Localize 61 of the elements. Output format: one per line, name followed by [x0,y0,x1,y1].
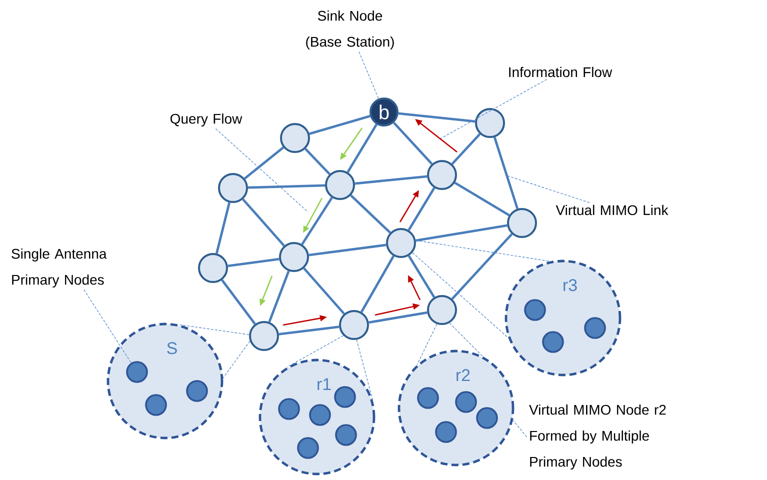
primary-node-dot [297,437,319,459]
leader-line [438,79,548,140]
network-node [475,108,505,138]
virtual-link-line [356,339,374,402]
link-line [308,244,386,256]
network-node [249,321,279,351]
network-node [386,228,416,258]
link-line [368,311,428,324]
leader-line [215,128,308,212]
link-line [360,255,395,313]
link-line [244,146,284,180]
network-node [218,173,248,203]
link-line [242,198,285,247]
network-node [507,208,537,238]
virtual-link-line [180,324,250,336]
link-line [451,233,513,300]
virtual-link-line [222,340,250,378]
leader-line [358,51,379,99]
callout-text: Sink Node (Base Station) [306,10,394,50]
callout-text: Information Flow [509,66,612,78]
link-line [304,148,330,175]
link-line [278,326,340,336]
link-line [408,255,436,298]
link-line [398,112,476,123]
link-line [408,187,436,231]
link-line [303,267,345,315]
network-node [198,253,228,283]
callout-text: Query Flow [170,113,242,127]
link-line [215,202,231,254]
leader-line [508,176,590,203]
callout-text: Single Antenna Primary Nodes [12,248,107,288]
link-line [454,182,510,216]
link-line [392,122,433,165]
virtual-link-line [415,240,550,262]
network-node [339,310,369,340]
network-node [427,295,457,325]
link-line [416,224,508,242]
leader-line [84,289,132,364]
link-line [493,136,519,210]
link-line [228,258,280,268]
callout-text: Virtual MIMO Link [556,204,668,216]
network-node [279,242,309,272]
link-line [248,184,326,189]
leader-line [512,420,528,438]
network-node [427,160,457,190]
network-node [280,123,310,153]
sink-node: b [370,98,398,126]
link-line [350,194,391,234]
link-line [354,175,428,185]
network-node [325,170,355,200]
link-line [309,114,370,135]
link-line [346,124,378,173]
virtual-link-line [449,322,483,356]
link-line [221,279,256,325]
link-line [451,133,481,165]
virtual-link-line [286,335,344,368]
callout-text: Virtual MIMO Node r2 Formed by Multiple Primary Nodes [529,404,666,470]
virtual-link-line [412,252,509,338]
link-line [268,270,290,322]
link-line [301,197,333,245]
virtual-link-line [416,324,438,366]
